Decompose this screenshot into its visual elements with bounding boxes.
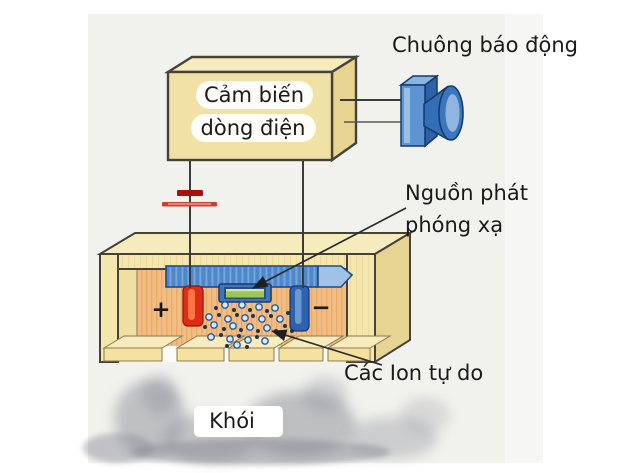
smoke-puff	[400, 397, 450, 433]
ion-dot	[221, 301, 229, 309]
vent-slat	[102, 335, 184, 362]
ion-dot	[214, 306, 218, 310]
source-green-strip	[226, 289, 264, 298]
ion-dot	[207, 333, 215, 341]
sensor-right-face	[330, 54, 358, 163]
ion-dot	[217, 313, 221, 317]
ion-dots	[203, 301, 294, 349]
alarm-bell-label: Chuông báo động	[392, 33, 578, 57]
smoke-band	[130, 439, 390, 465]
ion-dot	[261, 337, 269, 345]
ion-dot	[246, 323, 254, 331]
smoke-cloud	[83, 375, 450, 465]
ion-dot	[290, 329, 294, 333]
electrode-highlight	[295, 289, 302, 324]
ion-dot	[244, 336, 252, 344]
ion-dot	[251, 314, 255, 318]
ion-dot	[241, 314, 249, 322]
ion-dot	[225, 344, 229, 348]
chamber-front-left-band	[99, 253, 119, 363]
chamber-right-face	[374, 231, 411, 364]
source-label-line2: phóng xạ	[405, 213, 503, 237]
label-pill	[194, 406, 283, 437]
ion-dot	[210, 321, 218, 329]
ion-dot	[205, 313, 213, 321]
battery-bar-highlight	[168, 203, 211, 205]
ion-dot	[258, 315, 266, 323]
ion-dot	[226, 335, 234, 343]
ion-dot	[269, 314, 273, 318]
ion-dot	[271, 304, 279, 312]
battery-short-bar	[177, 190, 203, 196]
ion-dot	[245, 345, 249, 349]
ion-dot	[237, 334, 241, 338]
ion-dot	[286, 311, 290, 315]
sensor-label-line2: dòng điện	[201, 116, 306, 140]
smoke-label-group: Khói	[194, 406, 283, 437]
smoke-puff	[303, 377, 347, 413]
sensor-label-line1: Cảm biến	[204, 83, 304, 107]
ionization-chamber: + −	[96, 231, 414, 364]
current-sensor-box: Cảm biến dòng điện	[163, 54, 361, 163]
ion-dot	[235, 313, 239, 317]
background-panel-edge	[505, 14, 543, 463]
electrode-highlight	[188, 289, 195, 320]
speaker-body-highlight	[404, 88, 410, 143]
leader-arrow-source	[252, 207, 407, 289]
minus-sign: −	[311, 295, 330, 321]
ion-dot	[229, 322, 237, 330]
radioactive-source	[218, 283, 272, 303]
ion-dot	[255, 303, 263, 311]
chamber-top-face	[96, 232, 414, 255]
vent-slat	[277, 335, 345, 362]
source-highlight	[226, 289, 264, 292]
speaker-bell-inner	[445, 94, 460, 132]
ion-dot	[263, 324, 271, 332]
positive-electrode	[182, 285, 204, 327]
ion-dot	[255, 335, 259, 339]
ion-dot	[222, 327, 226, 331]
ion-dot	[203, 325, 207, 329]
ion-dot	[283, 324, 287, 328]
sensor-top-face	[163, 55, 361, 74]
source-label-line1: Nguồn phát	[405, 181, 528, 205]
ion-dot	[232, 308, 236, 312]
ion-dot	[233, 341, 241, 349]
ion-dot	[224, 315, 232, 323]
ion-dot	[276, 315, 284, 323]
plate-right-step	[317, 265, 354, 288]
speaker-horn-icon	[398, 74, 464, 148]
label-pill	[191, 114, 316, 142]
battery-cell-icon	[162, 190, 217, 207]
smoke-puff	[143, 375, 177, 415]
negative-electrode	[289, 285, 310, 332]
free-ions-label: Các Ion tự do	[344, 361, 483, 385]
ion-dot	[219, 333, 223, 337]
ion-dot	[238, 301, 246, 309]
smoke-label: Khói	[209, 409, 255, 433]
ion-dot	[256, 329, 260, 333]
ion-dot	[265, 309, 269, 313]
ion-dot	[239, 328, 243, 332]
leader-arrow-ions	[271, 329, 383, 366]
plus-sign: +	[151, 297, 170, 323]
ion-dot	[248, 308, 252, 312]
smoke-puff	[83, 433, 153, 463]
label-pill	[196, 81, 313, 109]
